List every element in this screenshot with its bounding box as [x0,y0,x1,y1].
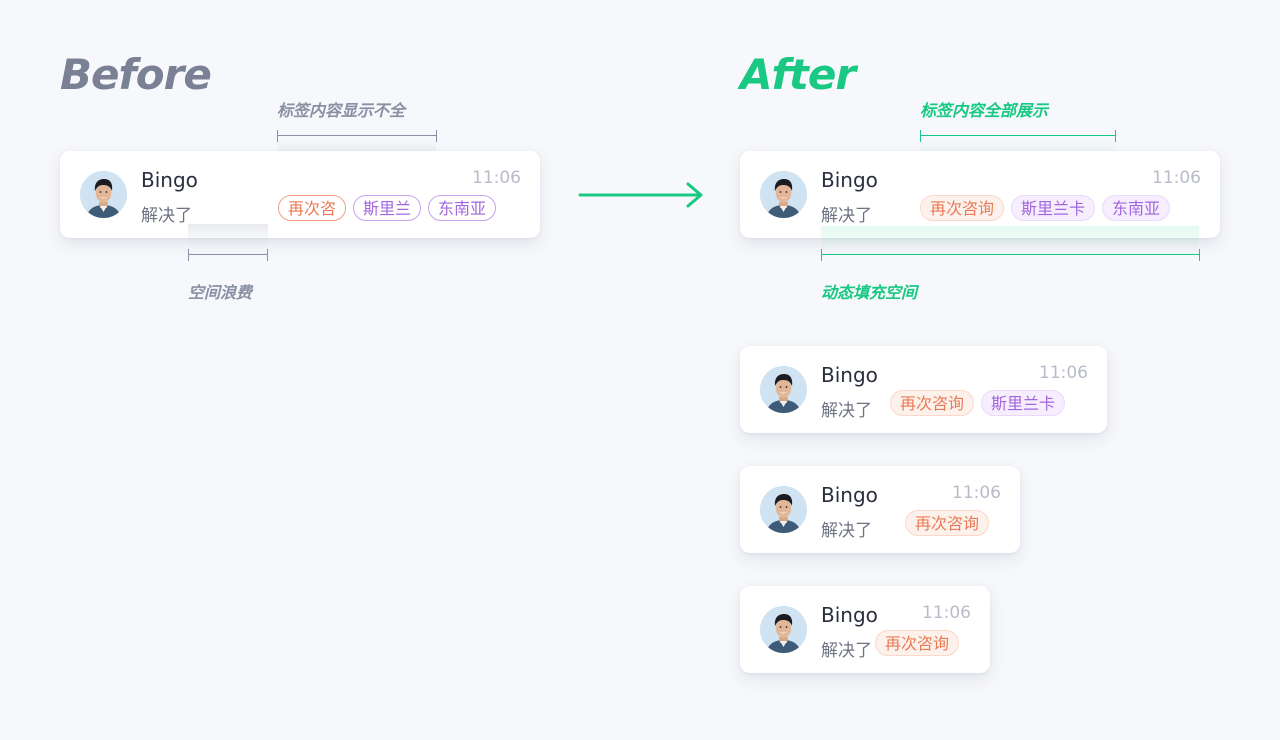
after-conversation-card[interactable]: Bingo 解决了 11:06 再次咨询 [740,586,990,673]
last-message: 解决了 [821,641,871,661]
tag-list: 再次咨 斯里兰 东南亚 [278,195,497,221]
after-conversation-card[interactable]: Bingo 解决了 11:06 再次咨询 斯里兰卡 [740,346,1107,433]
before-bottom-bracket [188,249,268,261]
last-message: 解决了 [141,206,192,226]
after-annotation-bottom: 动态填充空间 [821,283,918,302]
after-top-bracket [920,130,1116,142]
avatar [80,171,127,218]
message-time: 11:06 [1039,363,1088,383]
tag: 斯里兰卡 [1011,195,1096,221]
message-time: 11:06 [952,483,1001,503]
before-annotation-bottom: 空间浪费 [188,283,253,302]
after-heading: After [740,50,856,99]
message-time: 11:06 [472,168,521,188]
before-annotation-top: 标签内容显示不全 [277,101,406,120]
after-conversation-card[interactable]: Bingo 解决了 11:06 再次咨询 [740,466,1020,553]
last-message: 解决了 [821,521,872,541]
tag-list: 再次咨询 斯里兰卡 东南亚 [920,195,1171,221]
message-time: 11:06 [922,603,971,623]
after-bottom-bracket [821,249,1200,261]
tag: 斯里兰卡 [981,390,1066,416]
tag: 再次咨 [278,195,347,221]
message-time: 11:06 [1152,168,1201,188]
arrow-right-icon [578,182,703,208]
contact-name: Bingo [821,168,878,192]
tag: 东南亚 [1102,195,1171,221]
after-bottom-shade [821,226,1199,252]
after-annotation-top: 标签内容全部展示 [920,101,1049,120]
before-bottom-shade [188,224,268,246]
avatar [760,606,807,653]
tag-list: 再次咨询 [905,510,990,536]
contact-name: Bingo [141,168,198,192]
before-conversation-card[interactable]: Bingo 解决了 11:06 再次咨 斯里兰 东南亚 [60,151,540,238]
tag: 再次咨询 [920,195,1005,221]
tag: 东南亚 [428,195,497,221]
tag: 斯里兰 [353,195,422,221]
avatar [760,366,807,413]
tag: 再次咨询 [875,630,960,656]
before-top-bracket [277,130,437,142]
tag: 再次咨询 [890,390,975,416]
last-message: 解决了 [821,401,872,421]
before-heading: Before [60,50,212,99]
contact-name: Bingo [821,483,878,507]
avatar [760,486,807,533]
last-message: 解决了 [821,206,872,226]
avatar [760,171,807,218]
tag-list: 再次咨询 斯里兰卡 [890,390,1066,416]
tag: 再次咨询 [905,510,990,536]
tag-list: 再次咨询 [875,630,960,656]
contact-name: Bingo [821,603,878,627]
after-conversation-card[interactable]: Bingo 解决了 11:06 再次咨询 斯里兰卡 东南亚 [740,151,1220,238]
contact-name: Bingo [821,363,878,387]
